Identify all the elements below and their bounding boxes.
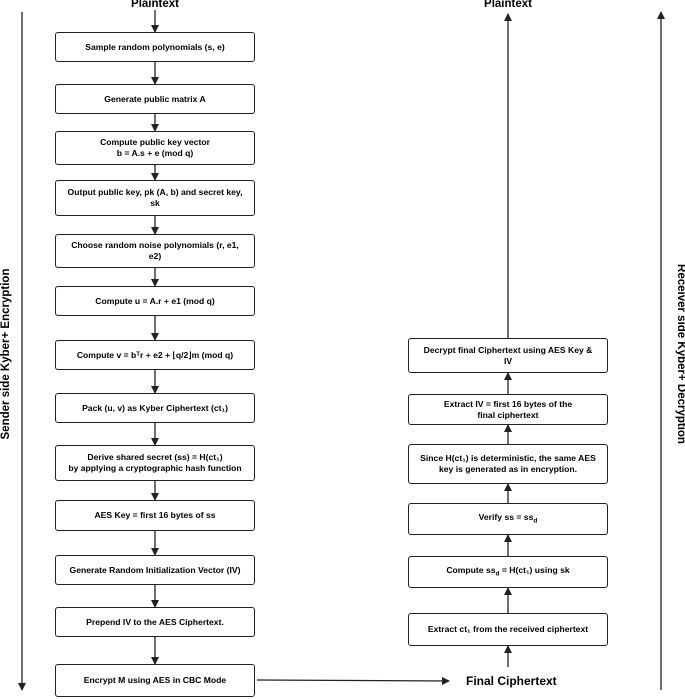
- compute-ssd-text: Compute ssd = H(ct₁) using sk: [446, 564, 570, 578]
- step-decrypt-final: Decrypt final Ciphertext using AES Key &…: [408, 338, 608, 373]
- step-generate-iv: Generate Random Initialization Vector (I…: [55, 555, 255, 585]
- verify-ss-text: Verify ss = ssd: [478, 511, 538, 525]
- step-pack-ciphertext: Pack (u, v) as Kyber Ciphertext (ct₁): [55, 393, 255, 423]
- step-derive-shared-secret: Derive shared secret (ss) = H(ct₁) by ap…: [55, 445, 255, 481]
- sender-side-label: Sender side Kyber+ Encryption: [0, 268, 12, 440]
- step-extract-ct: Extract ct₁ from the received ciphertext: [408, 613, 608, 646]
- step-encrypt-aes: Encrypt M using AES in CBC Mode: [55, 664, 255, 697]
- step-verify-ss: Verify ss = ssd: [408, 503, 608, 535]
- step-deterministic-key: Since H(ct₁) is deterministic, the same …: [408, 444, 608, 484]
- step-extract-iv: Extract IV = first 16 bytes of the final…: [408, 394, 608, 425]
- step-compute-public-key: Compute public key vector b = A.s + e (m…: [55, 131, 255, 165]
- step-compute-u: Compute u = A.r + e1 (mod q): [55, 286, 255, 316]
- step-compute-ssd: Compute ssd = H(ct₁) using sk: [408, 556, 608, 588]
- receiver-side-label: Receiver side Kyber+ Decryption: [675, 264, 685, 444]
- to-final-arrow: [256, 676, 450, 685]
- receiver-plaintext-label: Plaintext: [484, 0, 532, 10]
- step-aes-key: AES Key = first 16 bytes of ss: [55, 500, 255, 531]
- step-output-keys: Output public key, pk (A, b) and secret …: [55, 180, 255, 216]
- step-prepend-iv: Prepend IV to the AES Ciphertext.: [55, 607, 255, 637]
- step-sample-polynomials: Sample random polynomials (s, e): [55, 32, 255, 62]
- step-choose-noise: Choose random noise polynomials (r, e1, …: [55, 234, 255, 268]
- step-generate-matrix: Generate public matrix A: [55, 84, 255, 114]
- final-ciphertext-label: Final Ciphertext: [466, 674, 557, 688]
- sender-plaintext-label: Plaintext: [131, 0, 179, 10]
- step-compute-v: Compute v = bᵀr + e2 + ⌊q/2⌋m (mod q): [55, 340, 255, 370]
